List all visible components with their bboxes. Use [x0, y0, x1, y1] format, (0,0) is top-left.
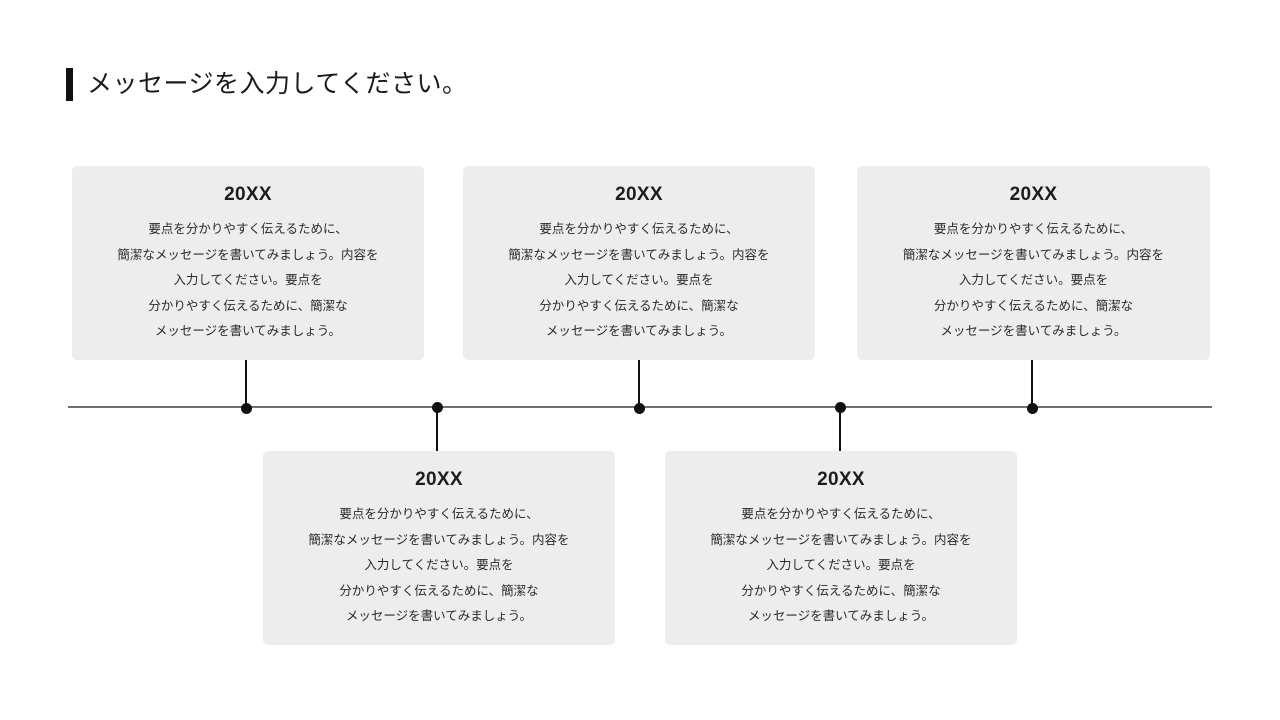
timeline-card-year: 20XX [224, 184, 272, 205]
timeline-connector-line [839, 407, 841, 455]
timeline-connector-line [638, 360, 640, 409]
timeline-card-body-line: 要点を分かりやすく伝えるために、 [741, 507, 941, 521]
timeline-card-body-line: メッセージを書いてみましょう。 [345, 609, 533, 623]
timeline-card-body-line: 簡潔なメッセージを書いてみましょう。内容を [508, 247, 770, 262]
timeline-card-3[interactable]: 20XX 要点を分かりやすく伝えるために、簡潔なメッセージを書いてみましょう。内容… [463, 166, 815, 360]
timeline-connector-line [1031, 360, 1033, 409]
timeline-card-body-line: メッセージを書いてみましょう。 [154, 324, 342, 338]
timeline-node-dot[interactable] [240, 403, 252, 414]
timeline-node-dot[interactable] [633, 403, 645, 414]
page-title: メッセージを入力してください。 [66, 68, 468, 101]
timeline-card-1[interactable]: 20XX 要点を分かりやすく伝えるために、簡潔なメッセージを書いてみましょう。内容… [72, 166, 424, 360]
timeline-card-body-line: 要点を分かりやすく伝えるために、 [539, 222, 739, 236]
timeline-card-body-line: 入力してください。要点を [173, 273, 323, 287]
page-title-text: メッセージを入力してください。 [87, 70, 468, 98]
timeline-card-body-line: 分かりやすく伝えるために、簡潔な [539, 298, 739, 313]
timeline-card-body: 要点を分かりやすく伝えるために、簡潔なメッセージを書いてみましょう。内容を入力し… [677, 502, 1005, 630]
timeline-card-body-line: 入力してください。要点を [564, 273, 714, 287]
timeline-card-body-line: 入力してください。要点を [766, 558, 916, 572]
timeline-node-dot[interactable] [834, 402, 846, 413]
timeline-card-body: 要点を分かりやすく伝えるために、簡潔なメッセージを書いてみましょう。内容を入力し… [869, 217, 1198, 345]
timeline-card-body: 要点を分かりやすく伝えるために、簡潔なメッセージを書いてみましょう。内容を入力し… [475, 217, 803, 345]
timeline-card-body-line: 分かりやすく伝えるために、簡潔な [933, 298, 1134, 313]
timeline-node-dot[interactable] [431, 402, 443, 413]
timeline-card-body-line: 分かりやすく伝えるために、簡潔な [741, 583, 941, 598]
timeline-card-body-line: 入力してください。要点を [958, 273, 1109, 287]
timeline-card-body-line: 簡潔なメッセージを書いてみましょう。内容を [710, 532, 972, 547]
timeline-card-body-line: 分かりやすく伝えるために、簡潔な [148, 298, 348, 313]
timeline-card-body-line: 分かりやすく伝えるために、簡潔な [339, 583, 539, 598]
timeline-card-body-line: メッセージを書いてみましょう。 [545, 324, 733, 338]
timeline-card-body-line: 簡潔なメッセージを書いてみましょう。内容を [117, 247, 379, 262]
timeline-card-year: 20XX [817, 469, 865, 490]
timeline-card-year: 20XX [615, 184, 663, 205]
timeline-card-body-line: 要点を分かりやすく伝えるために、 [148, 222, 348, 236]
timeline-card-body-line: 簡潔なメッセージを書いてみましょう。内容を [902, 247, 1165, 262]
timeline-node-dot[interactable] [1026, 403, 1038, 414]
timeline-connector-line [436, 407, 438, 455]
timeline-card-year: 20XX [1009, 184, 1058, 205]
timeline-card-body-line: 簡潔なメッセージを書いてみましょう。内容を [308, 532, 570, 547]
timeline-card-body-line: メッセージを書いてみましょう。 [940, 324, 1127, 338]
timeline-card-body-line: メッセージを書いてみましょう。 [747, 609, 935, 623]
timeline-card-body: 要点を分かりやすく伝えるために、簡潔なメッセージを書いてみましょう。内容を入力し… [84, 217, 412, 345]
timeline-card-2[interactable]: 20XX 要点を分かりやすく伝えるために、簡潔なメッセージを書いてみましょう。内容… [263, 451, 615, 645]
timeline-card-4[interactable]: 20XX 要点を分かりやすく伝えるために、簡潔なメッセージを書いてみましょう。内容… [665, 451, 1017, 645]
title-accent-bar [66, 68, 73, 101]
timeline-card-body-line: 入力してください。要点を [364, 558, 514, 572]
timeline-connector-line [245, 360, 247, 409]
timeline-card-body-line: 要点を分かりやすく伝えるために、 [933, 222, 1134, 236]
timeline-card-year: 20XX [415, 469, 463, 490]
timeline-card-5[interactable]: 20XX 要点を分かりやすく伝えるために、簡潔なメッセージを書いてみましょう。内容… [857, 166, 1210, 360]
timeline-card-body-line: 要点を分かりやすく伝えるために、 [339, 507, 539, 521]
timeline-card-body: 要点を分かりやすく伝えるために、簡潔なメッセージを書いてみましょう。内容を入力し… [275, 502, 603, 630]
